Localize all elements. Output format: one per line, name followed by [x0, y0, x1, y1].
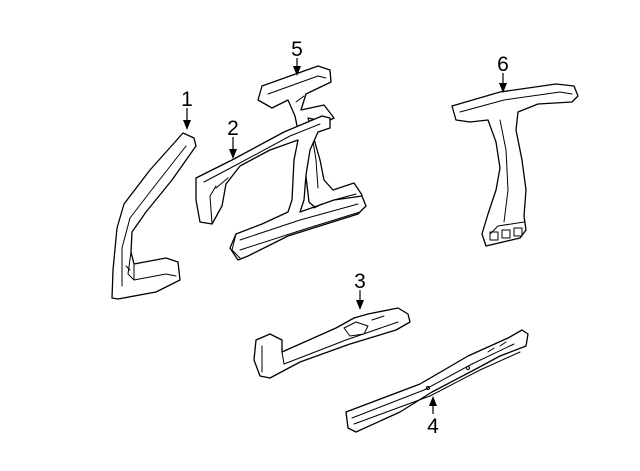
arrowhead-3 — [356, 300, 364, 310]
callout-4: 4 — [427, 415, 439, 438]
leader-arrows — [183, 58, 507, 414]
part-3-inner-rocker — [253, 307, 411, 379]
arrowhead-4 — [429, 396, 437, 406]
part-6-center-pillar — [451, 83, 579, 247]
part-1-hinge-pillar — [111, 132, 197, 300]
part-2-pillar-panel — [195, 115, 367, 261]
callout-labels: 1 2 3 4 5 6 — [181, 38, 509, 438]
arrowhead-6 — [499, 83, 507, 93]
arrowhead-1 — [183, 120, 191, 130]
arrowhead-5 — [293, 66, 301, 76]
callout-6: 6 — [497, 53, 509, 76]
arrowhead-2 — [229, 149, 237, 159]
callout-3: 3 — [354, 270, 366, 293]
callout-5: 5 — [291, 38, 303, 61]
callout-1: 1 — [181, 88, 193, 111]
callout-2: 2 — [227, 117, 239, 140]
part-4-outer-rocker — [345, 329, 529, 433]
